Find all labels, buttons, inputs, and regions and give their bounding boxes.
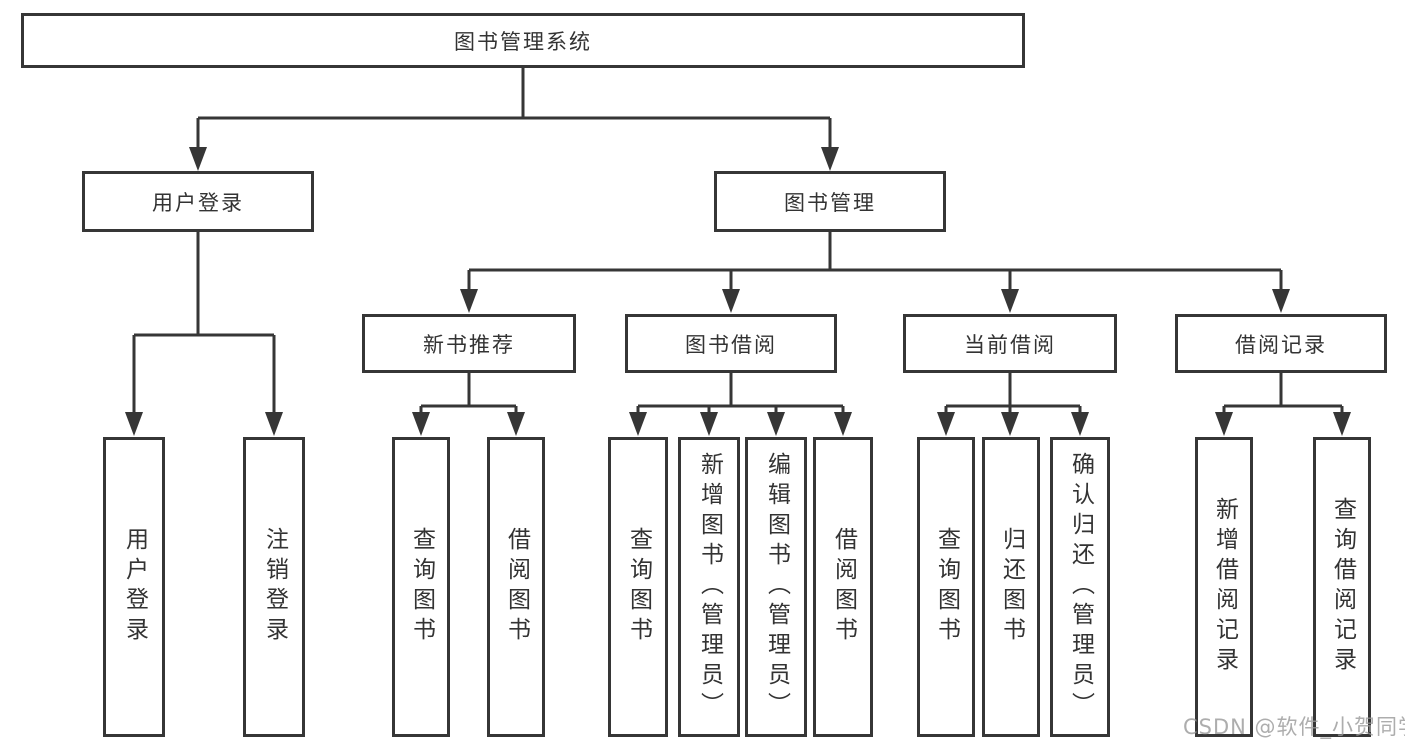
arrowhead: [265, 412, 283, 436]
leaf-label: 注销登录: [261, 527, 288, 647]
node-leaf-add-borrow-record: 新增借阅记录: [1195, 437, 1253, 737]
node-root-system: 图书管理系统: [21, 13, 1025, 68]
node-leaf-borrow-books-2: 借阅图书: [813, 437, 873, 737]
leaf-label: 新增借阅记录: [1211, 497, 1238, 677]
arrowhead: [1001, 412, 1019, 436]
arrowhead: [125, 412, 143, 436]
connector-current-children: [944, 373, 1082, 414]
arrowhead: [767, 412, 785, 436]
leaf-label: 借阅图书: [830, 527, 857, 647]
node-book-borrowing: 图书借阅: [625, 314, 837, 373]
node-book-management: 图书管理: [714, 171, 946, 232]
node-user-login: 用户登录: [82, 171, 314, 232]
arrowhead: [1215, 412, 1233, 436]
leaf-label: 查询借阅记录: [1329, 497, 1356, 677]
arrowhead: [700, 412, 718, 436]
connector-userlogin-children: [132, 232, 276, 414]
node-leaf-edit-books-admin: 编辑图书（管理员）: [745, 437, 807, 737]
node-leaf-query-books-1: 查询图书: [392, 437, 450, 737]
csdn-watermark: CSDN @软件_小贺同学: [1183, 715, 1405, 739]
node-leaf-query-books-3: 查询图书: [917, 437, 975, 737]
leaf-label: 查询图书: [625, 527, 652, 647]
connector-bookmgmt-children: [467, 232, 1283, 292]
arrowhead: [629, 412, 647, 436]
arrowhead: [722, 289, 740, 313]
connector-newbook-children: [419, 373, 518, 414]
leaf-label: 借阅图书: [503, 527, 530, 647]
arrowhead: [460, 289, 478, 313]
node-leaf-add-books-admin: 新增图书（管理员）: [678, 437, 740, 737]
leaf-label: 查询图书: [933, 527, 960, 647]
node-borrowing-records: 借阅记录: [1175, 314, 1387, 373]
connector-root-to-level2: [196, 68, 832, 149]
node-leaf-query-borrow-record: 查询借阅记录: [1313, 437, 1371, 737]
arrowhead: [1001, 289, 1019, 313]
arrowhead: [1333, 412, 1351, 436]
arrowhead: [412, 412, 430, 436]
arrowhead: [834, 412, 852, 436]
node-leaf-query-books-2: 查询图书: [608, 437, 668, 737]
connector-records-children: [1222, 373, 1344, 414]
node-new-book-recommend: 新书推荐: [362, 314, 576, 373]
leaf-label: 归还图书: [998, 527, 1025, 647]
arrowhead: [189, 147, 207, 171]
node-leaf-confirm-return-admin: 确认归还（管理员）: [1050, 437, 1110, 737]
arrowhead: [937, 412, 955, 436]
node-current-borrowing: 当前借阅: [903, 314, 1117, 373]
arrowhead: [507, 412, 525, 436]
node-leaf-borrow-books-1: 借阅图书: [487, 437, 545, 737]
leaf-label: 查询图书: [408, 527, 435, 647]
leaf-label: 编辑图书（管理员）: [763, 452, 790, 722]
connector-borrow-children: [636, 373, 845, 414]
node-leaf-logout: 注销登录: [243, 437, 305, 737]
arrowhead: [1071, 412, 1089, 436]
leaf-label: 用户登录: [121, 527, 148, 647]
leaf-label: 新增图书（管理员）: [696, 452, 723, 722]
arrowhead: [821, 147, 839, 171]
node-leaf-user-login: 用户登录: [103, 437, 165, 737]
node-leaf-return-books: 归还图书: [982, 437, 1040, 737]
leaf-label: 确认归还（管理员）: [1067, 452, 1094, 722]
arrowhead: [1272, 289, 1290, 313]
